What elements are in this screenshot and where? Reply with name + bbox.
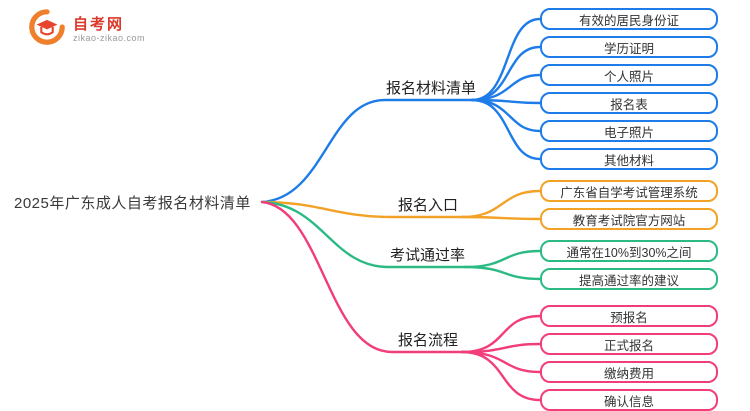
- logo-subtitle: zikao-zikao.com: [73, 32, 146, 43]
- leaf-node: 个人照片: [540, 64, 718, 86]
- connector-branch2-leaf2: [460, 215, 542, 221]
- connector-branch4-leaf2: [460, 342, 542, 354]
- connector-branch4-leaf4: [460, 350, 542, 402]
- connector-branch2: [260, 200, 464, 219]
- leaf-node: 正式报名: [540, 333, 718, 355]
- connector-branch1: [260, 98, 474, 204]
- leaf-node: 确认信息: [540, 389, 718, 411]
- leaf-node: 学历证明: [540, 36, 718, 58]
- connector-branch3-leaf1: [463, 249, 542, 269]
- connector-branch4-leaf3: [460, 350, 542, 374]
- leaf-node: 其他材料: [540, 148, 718, 170]
- leaf-node: 通常在10%到30%之间: [540, 240, 718, 262]
- connector-branch3: [260, 200, 467, 269]
- connector-branch4: [260, 200, 464, 354]
- leaf-node: 有效的居民身份证: [540, 8, 718, 30]
- branch-node-entry: 报名入口: [398, 197, 459, 214]
- branch-node-process: 报名流程: [398, 332, 459, 349]
- connector-branch4-leaf1: [460, 314, 542, 354]
- leaf-node: 提高通过率的建议: [540, 268, 718, 290]
- connector-branch1-leaf6: [470, 98, 542, 161]
- connector-branch1-leaf2: [470, 45, 542, 102]
- leaf-node: 电子照片: [540, 120, 718, 142]
- connector-branch3-leaf2: [463, 265, 542, 281]
- logo-title: 自考网: [73, 15, 125, 33]
- leaf-node: 广东省自学考试管理系统: [540, 180, 718, 202]
- connector-branch2-leaf1: [460, 189, 542, 219]
- branch-node-pass-rate: 考试通过率: [390, 247, 466, 264]
- leaf-node: 教育考试院官方网站: [540, 208, 718, 230]
- connector-branch1-leaf1: [470, 17, 542, 102]
- leaf-node: 缴纳费用: [540, 361, 718, 383]
- site-logo: 自考网 zikao-zikao.com: [28, 8, 145, 51]
- root-node: 2025年广东成人自考报名材料清单: [14, 195, 251, 212]
- leaf-node: 报名表: [540, 92, 718, 114]
- leaf-node: 预报名: [540, 305, 718, 327]
- branch-node-materials: 报名材料清单: [386, 80, 477, 97]
- zikao-logo-icon: [28, 8, 66, 51]
